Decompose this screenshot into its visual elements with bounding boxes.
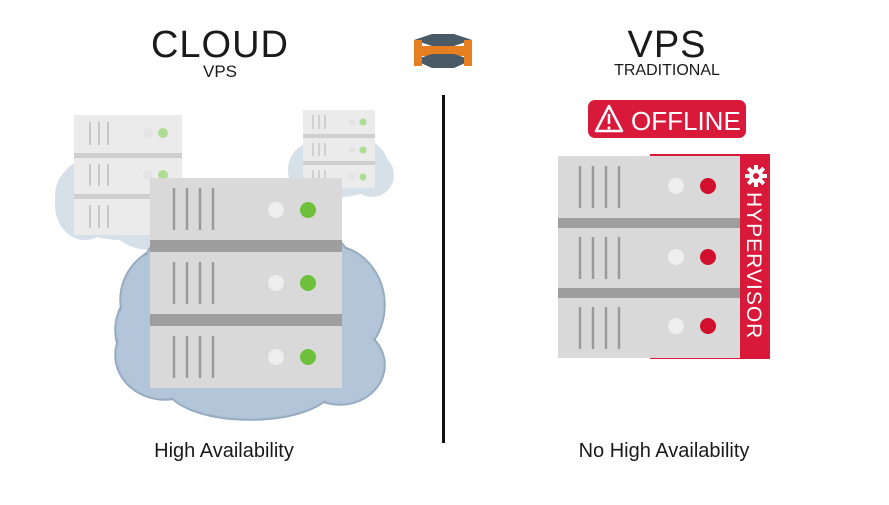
hypervisor-label: HYPERVISOR [742,192,765,339]
server-led-idle [268,275,284,291]
cloud-subtitle: VPS [202,62,238,81]
offline-badge: OFFLINE [588,100,746,138]
server-led-online [300,349,316,365]
server-led-offline [700,318,716,334]
cloud-title: CLOUD [150,24,290,66]
server-led-idle [668,318,684,334]
cloud-server-stack [150,178,342,388]
server-led-idle [268,349,284,365]
server-led-offline [700,178,716,194]
server-led-idle [668,249,684,265]
vps-caption: No High Availability [578,440,750,462]
vps-subtitle: TRADITIONAL [614,62,720,79]
traditional-server-stack [558,156,740,358]
stacked-layers-logo-icon [414,34,472,68]
server-led-offline [700,249,716,265]
server-led-idle [668,178,684,194]
server-led-idle [268,202,284,218]
server-led-online [300,202,316,218]
warning-triangle-icon [594,104,624,133]
center-divider [442,95,445,443]
cloud-caption: High Availability [154,440,294,462]
vps-title: VPS [627,24,707,66]
gear-icon [745,165,767,187]
offline-label: OFFLINE [631,106,741,136]
server-led-online [300,275,316,291]
